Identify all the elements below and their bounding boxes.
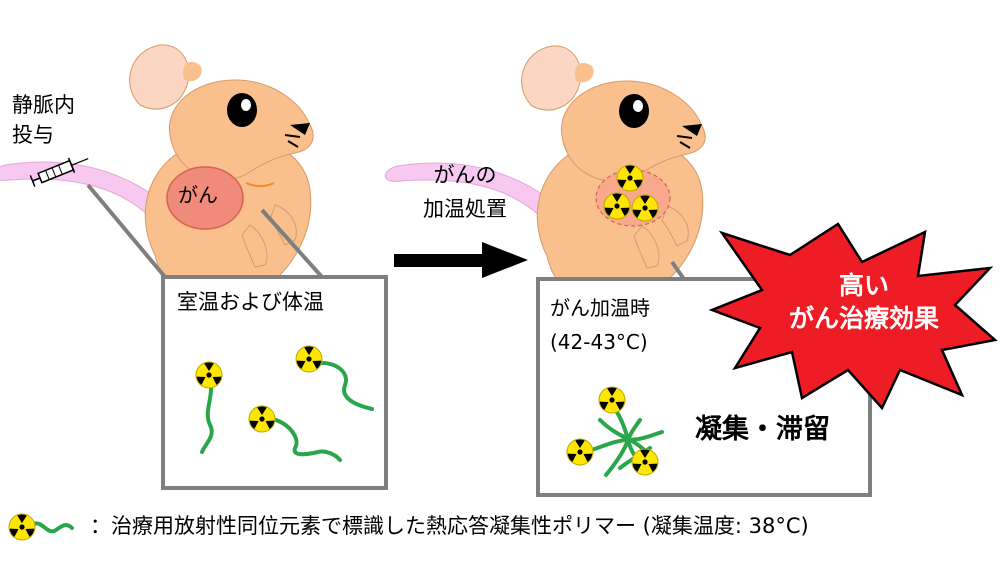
radiation-icon: [295, 345, 323, 373]
legend-polymer-icon: [8, 513, 74, 541]
syringe-icon: [29, 157, 89, 187]
box-normal-title: 室温および体温: [177, 290, 324, 314]
radiation-icon: [598, 386, 626, 414]
tumor-label: がん: [178, 183, 218, 207]
radiation-icon: [603, 192, 631, 220]
radiation-icon: [616, 164, 644, 192]
radiation-icon: [248, 405, 276, 433]
injection-label: 静脈内 投与: [12, 93, 75, 147]
aggregation-label: 凝集・滞留: [695, 414, 830, 445]
radiation-icon: [631, 448, 659, 476]
polymer-chain: [200, 384, 214, 454]
tumor-left: [166, 166, 244, 230]
radiation-icon: [566, 438, 594, 466]
effect-label: 高い がん治療効果: [788, 271, 939, 333]
callout-line-left-b: [260, 208, 324, 279]
right-arrow: [394, 242, 528, 278]
polymer-chain: [318, 360, 374, 411]
box-heated-title: がん加温時 (42-43°C): [550, 296, 650, 354]
radiation-icon: [631, 194, 659, 222]
burst-starburst: [708, 222, 998, 411]
callout-line-left-a: [86, 183, 167, 279]
polymer-chain: [274, 418, 342, 462]
radiation-icon: [8, 513, 36, 541]
process-label: がんの 加温処置: [423, 163, 507, 221]
radiation-icon: [195, 361, 223, 389]
legend-text: ：治療用放射性同位元素で標識した熱応答凝集性ポリマー (凝集温度: 38°C): [90, 514, 809, 538]
